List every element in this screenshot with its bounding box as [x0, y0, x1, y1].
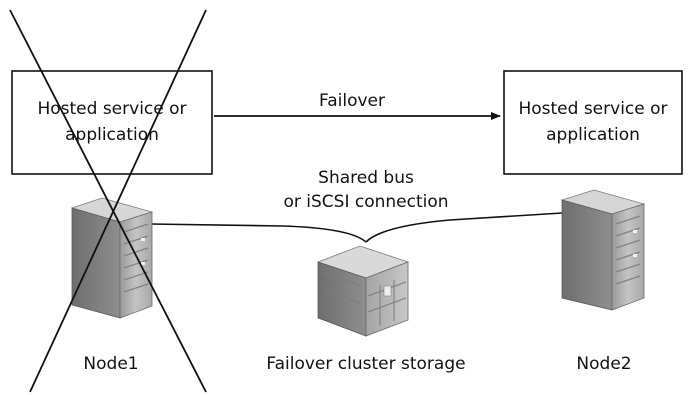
- connection-label-line2: or iSCSI connection: [283, 192, 448, 212]
- node2-server-icon: [560, 189, 646, 311]
- left-hosted-service-box: Hosted service or application: [11, 70, 213, 175]
- node2-label: Node2: [576, 354, 631, 374]
- left-box-line1: Hosted service or: [37, 99, 186, 119]
- connection-label-line1: Shared bus: [318, 168, 414, 188]
- shared-bus-connection: [149, 212, 563, 243]
- right-box-line2: application: [546, 125, 640, 145]
- right-box-line1: Hosted service or: [518, 99, 667, 119]
- storage-label: Failover cluster storage: [266, 354, 465, 374]
- failover-arrow: Failover: [214, 91, 501, 120]
- node1-failed-x-mark: [9, 9, 207, 393]
- failover-label: Failover: [319, 91, 385, 111]
- right-hosted-service-box: Hosted service or application: [503, 70, 683, 175]
- left-box-line2: application: [65, 125, 159, 145]
- node1-label: Node1: [83, 354, 138, 374]
- storage-array-icon: [316, 245, 410, 337]
